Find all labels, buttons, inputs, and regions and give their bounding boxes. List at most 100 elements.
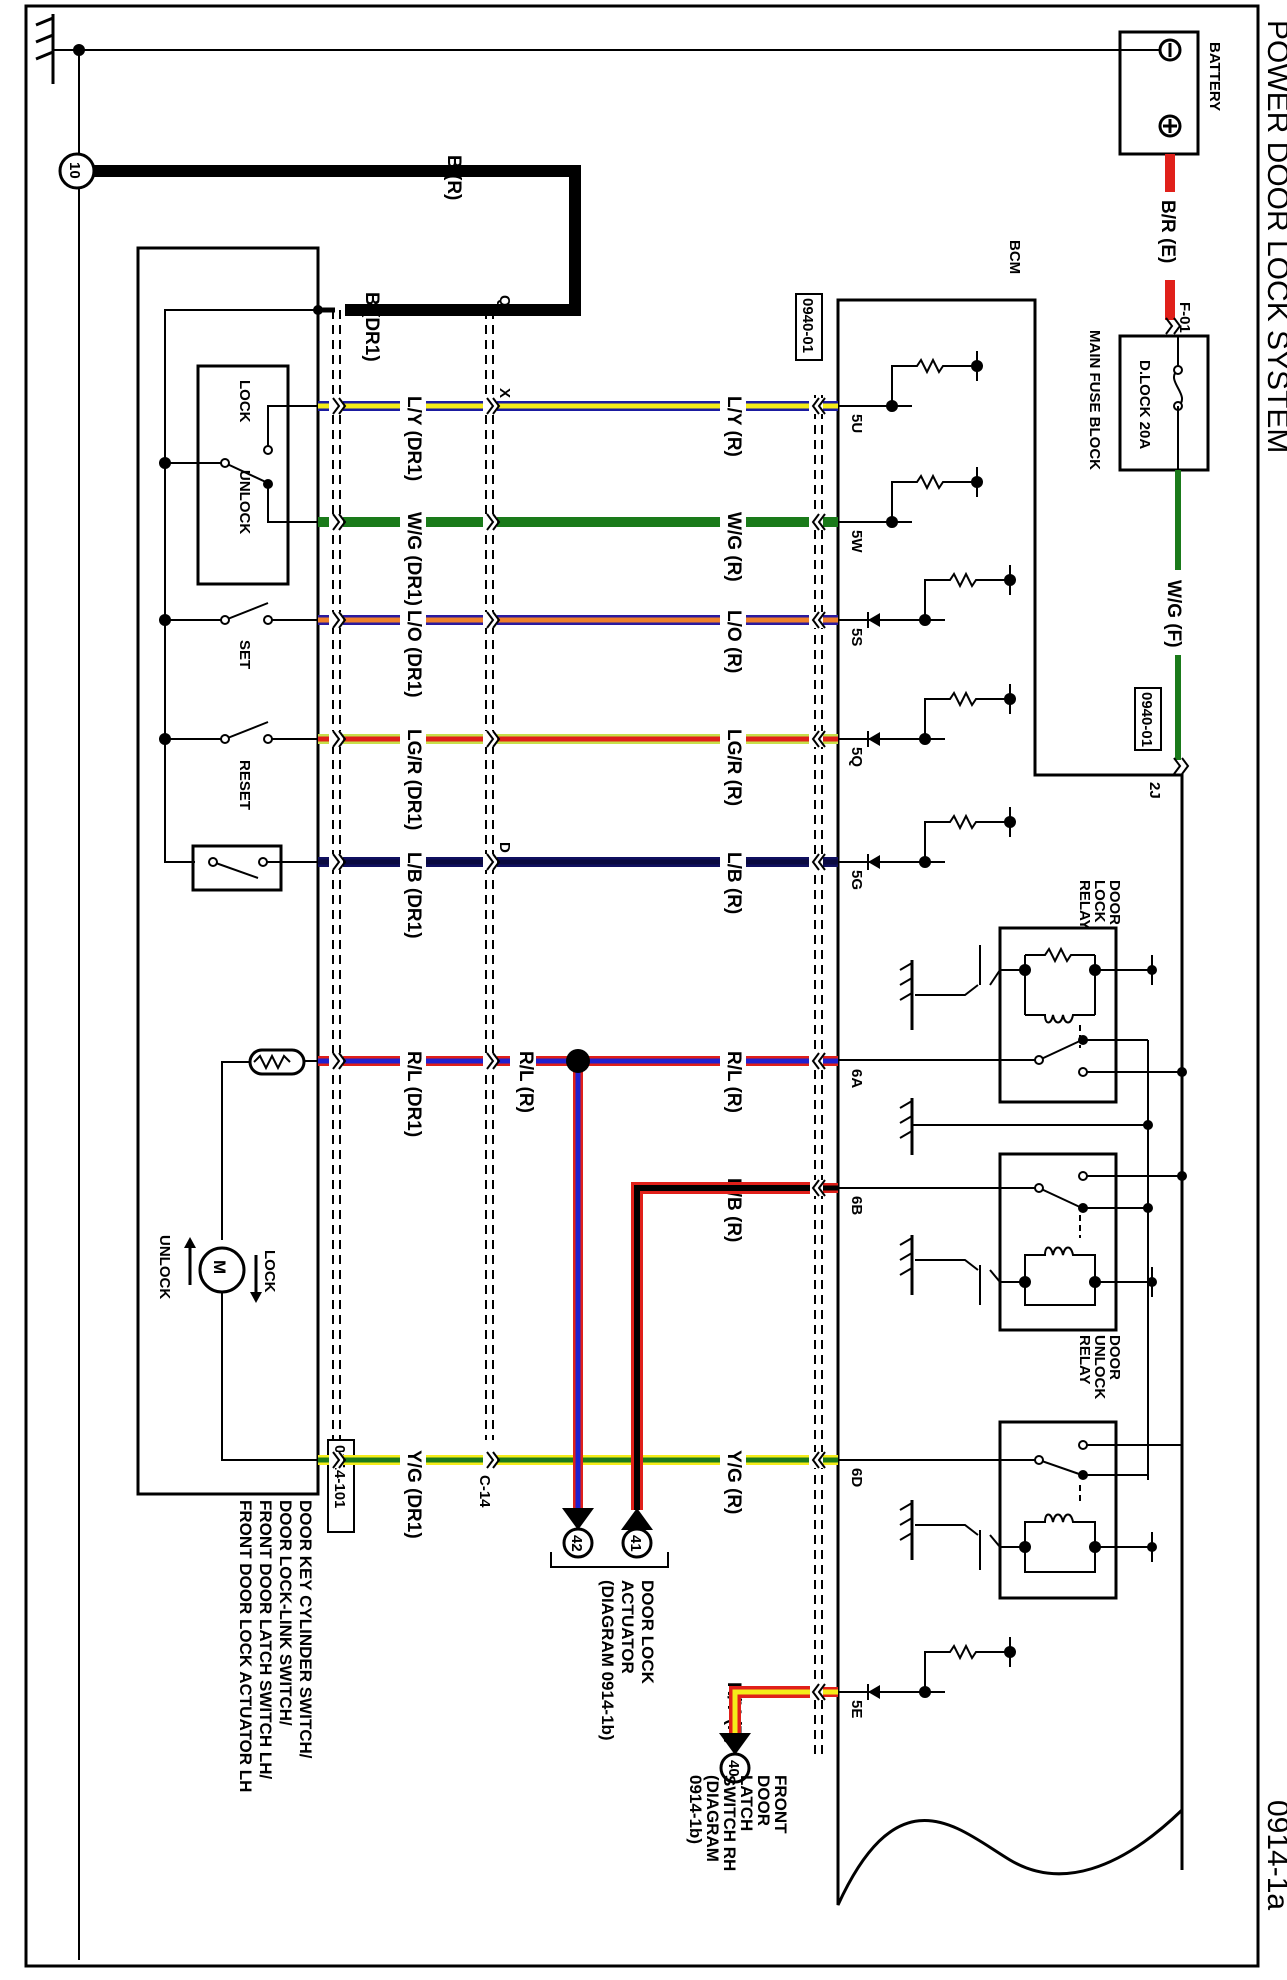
wire-label-5u: L/Y (R) (723, 396, 744, 457)
connector-icon (811, 853, 826, 871)
pin-label-6b-group: 6B (848, 1196, 865, 1215)
pullup-resistor-icon (924, 813, 1010, 862)
wire-dr1-label-6d-group: Y/G (DR1) (403, 1450, 424, 1539)
transistor-icon (989, 1269, 1025, 1283)
arrow-down-icon (719, 1733, 751, 1755)
wire-label-5g-group: L/B (R) (723, 852, 744, 914)
connector-icon (811, 1052, 826, 1070)
relay-label-line: UNLOCK (1091, 1335, 1108, 1399)
switch-common-bus (164, 309, 318, 863)
pin-label-5s-group: 5S (848, 628, 865, 646)
connector-icon (486, 611, 501, 629)
connector-c14-label: C-14 (476, 1475, 493, 1508)
connector-icon (332, 1052, 347, 1070)
wire-dr1-label-5u-group: L/Y (DR1) (403, 396, 424, 481)
label-gap (400, 612, 426, 628)
ref-42-label: 42 (568, 1535, 585, 1552)
switch-assembly-label-line: DOOR KEY CYLINDER SWITCH/ (296, 1500, 315, 1759)
pin-label-5w-group: 5W (848, 530, 865, 553)
connector-icon (811, 1179, 826, 1197)
pullup-resistor-icon (891, 473, 977, 522)
pin-label-6a: 6A (848, 1069, 865, 1088)
ref-42-icon (562, 1527, 594, 1559)
bcm-connector-ref: 0940-01 (799, 298, 816, 353)
label-gap (720, 1053, 746, 1069)
label-gap (720, 398, 746, 414)
wire-dr1-label-5g: L/B (DR1) (403, 852, 424, 939)
pin-label-5s: 5S (848, 628, 865, 646)
switch-set-label: SET (236, 640, 253, 669)
connector-icon (332, 397, 347, 415)
relay-resistor-icon (1024, 946, 1096, 1015)
label-gap (400, 514, 426, 530)
transistor-icon (989, 969, 1025, 986)
motor-label: M (210, 1260, 229, 1274)
switch-assembly-label-line: DOOR LOCK-LINK SWITCH/ (276, 1500, 295, 1726)
connector-icon (332, 611, 347, 629)
connector-icon (811, 513, 826, 531)
latch-ref-line: FRONT (771, 1775, 790, 1834)
arrow-up-icon (621, 1508, 653, 1530)
label-gap (720, 612, 746, 628)
label-gap (720, 731, 746, 747)
switch-lock-label: LOCK (236, 380, 253, 423)
wire-dr1-label-5q: LG/R (DR1) (403, 729, 424, 830)
ref-40-label: 40 (725, 1760, 742, 1777)
ground-wire-b-r (94, 165, 581, 316)
wire-label-5q: LG/R (R) (723, 729, 744, 806)
relay-switch-icon (838, 1459, 1083, 1476)
pin-label-5w: 5W (848, 530, 865, 553)
set-switch-icon (165, 602, 269, 621)
wire-dr1-label-5s: L/O (DR1) (403, 610, 424, 698)
switch-connector-ref-box (327, 1439, 355, 1533)
lock-unlock-switch-box (196, 364, 290, 586)
connector-icon (486, 513, 501, 531)
latch-ref-line: SWITCH RH (720, 1775, 739, 1871)
switch-reset-label: RESET (236, 760, 253, 810)
pin-label-6b: 6B (848, 1196, 865, 1215)
relay-label-line: RELAY (1076, 880, 1093, 929)
label-gap (400, 1452, 426, 1468)
wire-dr1-label-5w: W/G (DR1) (403, 512, 424, 606)
ground-wire-label: B (R) (443, 155, 464, 200)
pin-label-5q-group: 5Q (848, 747, 865, 767)
connector-icon (811, 730, 826, 748)
connector-icon (811, 397, 826, 415)
wire-w-g-f-label: W/G (F) (1163, 580, 1184, 648)
diode-icon (868, 732, 880, 746)
page-border (24, 4, 1260, 1968)
connector-ref-label: 0940-01 (1138, 692, 1155, 747)
pin-label-5u-group: 5U (848, 414, 865, 433)
wire-label-6a-group: R/L (R) (723, 1051, 744, 1113)
switch-assembly-label-line: FRONT DOOR LATCH SWITCH LH/ (256, 1500, 275, 1779)
latch-ref-line: DOOR (754, 1775, 773, 1826)
diode-icon (868, 855, 880, 869)
bcm-connector-ref-box (795, 293, 823, 361)
connector-icon (486, 853, 501, 871)
reset-switch-icon (165, 721, 269, 740)
switch-assembly-label: DOOR KEY CYLINDER SWITCH/ DOOR LOCK-LINK… (236, 1500, 315, 1792)
switch-unlock-label: UNLOCK (236, 470, 253, 534)
switch-assembly-box (136, 246, 320, 1496)
connector-icon (486, 1052, 501, 1070)
pin-label-5e: 5E (848, 1700, 865, 1718)
wire-label-6b: R/B (R) (723, 1178, 744, 1242)
connector-d-label: D (496, 842, 513, 853)
pin-label-5e-group: 5E (848, 1700, 865, 1718)
page-id: 0914-1a (1261, 1800, 1287, 1910)
wire-label-5w-group: W/G (R) (723, 512, 744, 582)
wire-dr1-label-5s-group: L/O (DR1) (403, 610, 424, 698)
wire-dr1-label-6a: R/L (DR1) (403, 1051, 424, 1137)
bracket (550, 1552, 669, 1568)
relay-switch-icon (838, 1187, 1083, 1209)
ptc-thermistor-icon (248, 1048, 306, 1076)
connector-icon (332, 1451, 347, 1469)
connector-icon (486, 1451, 501, 1469)
label-gap (720, 854, 746, 870)
relay-coil-icon (1025, 1014, 1095, 1024)
wire-label-6d-group: Y/G (R) (723, 1450, 744, 1514)
relay-label-line: DOOR (1106, 880, 1123, 925)
actuator-ref-line: ACTUATOR (618, 1580, 637, 1674)
connector-icon (811, 611, 826, 629)
